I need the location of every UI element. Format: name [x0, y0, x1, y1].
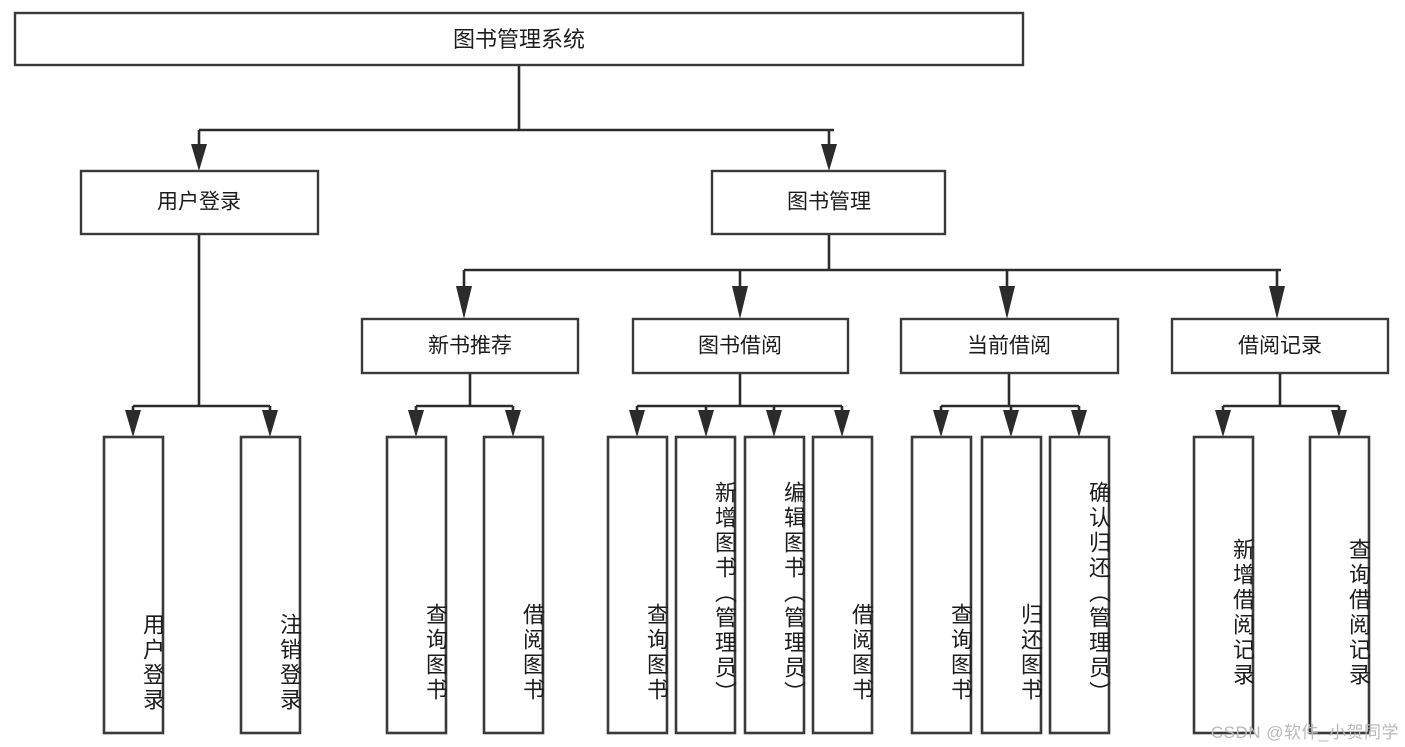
csdn-watermark: CSDN @软件_小贺同学 — [1210, 723, 1399, 742]
arrow-newbook-to-leaf2 — [505, 410, 521, 437]
arrow-current-to-leaf3 — [1071, 410, 1087, 437]
arrow-borrow-to-leaf2 — [698, 410, 714, 437]
arrow-current-to-leaf2 — [1003, 410, 1019, 437]
arrow-bookmgmt-to-current — [999, 286, 1015, 319]
leaf-box-user-login[interactable] — [102, 435, 165, 735]
arrow-userlogin-to-leaf1 — [125, 410, 141, 437]
node-user-login-box[interactable] — [79, 169, 320, 236]
leaf-box-query-book-current[interactable] — [910, 435, 973, 735]
node-book-borrow-label: 图书借阅 — [698, 335, 782, 358]
node-current-borrow-box[interactable] — [899, 317, 1120, 375]
arrow-borrow-to-leaf3 — [766, 410, 782, 437]
node-borrow-record-box[interactable] — [1170, 317, 1390, 375]
leaf-box-add-book-admin[interactable] — [674, 435, 737, 735]
arrow-root-to-user-login — [191, 144, 207, 171]
leaf-box-query-borrow-record[interactable] — [1308, 435, 1371, 735]
arrow-root-to-book-mgmt — [821, 144, 837, 171]
arrow-bookmgmt-to-newbook — [456, 286, 472, 319]
leaf-box-borrow-book[interactable] — [811, 435, 874, 735]
node-book-borrow-box[interactable] — [631, 317, 850, 375]
node-borrow-record-label: 借阅记录 — [1238, 335, 1322, 358]
leaf-box-logout[interactable] — [239, 435, 302, 735]
leaf-box-query-book-borrow[interactable] — [606, 435, 669, 735]
node-book-borrow[interactable]: 图书借阅 — [631, 317, 850, 375]
leaf-box-layer — [102, 435, 1371, 735]
node-borrow-record[interactable]: 借阅记录 — [1170, 317, 1390, 375]
arrow-userlogin-to-leaf2 — [262, 410, 278, 437]
node-new-book-recommend[interactable]: 新书推荐 — [360, 317, 580, 375]
leaf-box-edit-book-admin[interactable] — [743, 435, 806, 735]
node-book-management-box[interactable] — [710, 169, 947, 236]
arrow-bookmgmt-to-borrow — [732, 286, 748, 319]
node-user-login-label: 用户登录 — [157, 191, 241, 214]
arrow-bookmgmt-to-record — [1269, 286, 1285, 319]
node-current-borrow[interactable]: 当前借阅 — [899, 317, 1120, 375]
node-root-box[interactable] — [13, 11, 1025, 67]
connector-layer — [125, 65, 1347, 437]
arrow-borrow-to-leaf4 — [834, 410, 850, 437]
node-book-management[interactable]: 图书管理 — [710, 169, 947, 236]
node-book-management-label: 图书管理 — [787, 191, 871, 214]
node-user-login[interactable]: 用户登录 — [79, 169, 320, 236]
leaf-box-borrow-book-recommend[interactable] — [482, 435, 545, 735]
node-current-borrow-label: 当前借阅 — [967, 335, 1051, 358]
arrow-borrow-to-leaf1 — [629, 410, 645, 437]
arrow-current-to-leaf1 — [933, 410, 949, 437]
leaf-box-add-borrow-record[interactable] — [1192, 435, 1255, 735]
arrow-record-to-leaf1 — [1215, 410, 1231, 437]
node-root-label: 图书管理系统 — [453, 27, 585, 52]
leaf-box-confirm-return-admin[interactable] — [1048, 435, 1111, 735]
arrow-newbook-to-leaf1 — [408, 410, 424, 437]
leaf-box-return-book[interactable] — [980, 435, 1043, 735]
node-new-book-recommend-box[interactable] — [360, 317, 580, 375]
leaf-box-query-book-recommend[interactable] — [385, 435, 448, 735]
node-new-book-recommend-label: 新书推荐 — [428, 335, 512, 358]
node-root[interactable]: 图书管理系统 — [13, 11, 1025, 67]
arrow-record-to-leaf2 — [1331, 410, 1347, 437]
